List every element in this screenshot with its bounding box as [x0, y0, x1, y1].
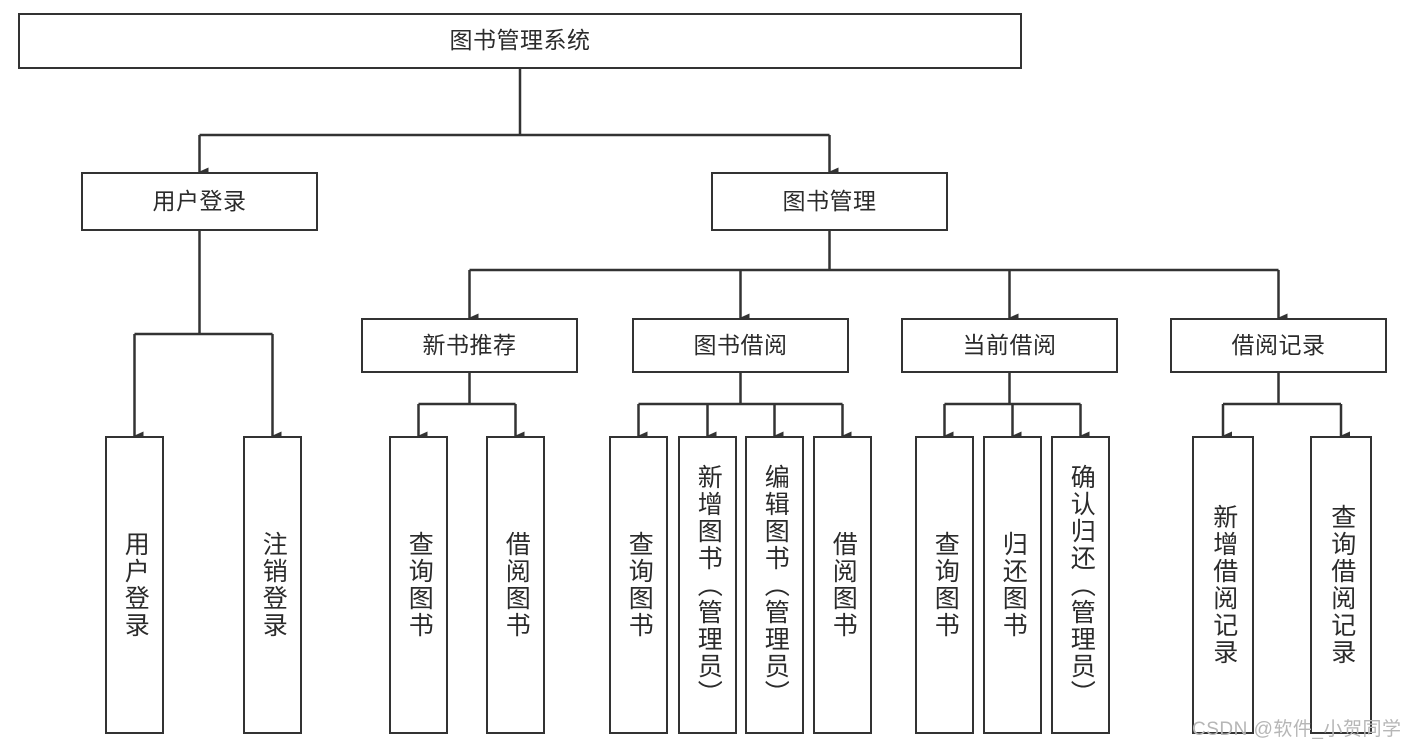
node-label: 编辑图书（管理员） — [761, 463, 790, 707]
node-current[interactable]: 当前借阅 — [901, 318, 1118, 373]
node-label: 确认归还（管理员） — [1067, 463, 1096, 707]
node-leaf-cur-3[interactable]: 确认归还（管理员） — [1051, 436, 1110, 734]
node-leaf-borrow-2[interactable]: 新增图书（管理员） — [678, 436, 737, 734]
node-label: 用户登录 — [121, 531, 150, 639]
node-label: 图书管理 — [782, 187, 877, 214]
node-root[interactable]: 图书管理系统 — [18, 13, 1022, 69]
node-leaf-new-2[interactable]: 借阅图书 — [486, 436, 545, 734]
node-label: 用户登录 — [152, 187, 247, 214]
node-label: 新增图书（管理员） — [694, 463, 723, 707]
node-label: 借阅图书 — [502, 531, 531, 639]
node-leaf-borrow-4[interactable]: 借阅图书 — [813, 436, 872, 734]
node-label: 注销登录 — [259, 531, 288, 639]
node-label: 查询图书 — [625, 531, 654, 639]
node-label: 借阅图书 — [829, 531, 858, 639]
node-records[interactable]: 借阅记录 — [1170, 318, 1387, 373]
node-label: 图书管理系统 — [449, 27, 591, 54]
node-label: 借阅记录 — [1231, 331, 1326, 358]
node-leaf-borrow-3[interactable]: 编辑图书（管理员） — [745, 436, 804, 734]
node-label: 新增借阅记录 — [1209, 504, 1238, 666]
node-leaf-login-2[interactable]: 注销登录 — [243, 436, 302, 734]
node-label: 查询图书 — [405, 531, 434, 639]
node-label: 新书推荐 — [422, 331, 517, 358]
node-label: 查询借阅记录 — [1327, 504, 1356, 666]
node-leaf-rec-1[interactable]: 新增借阅记录 — [1192, 436, 1254, 734]
node-leaf-login-1[interactable]: 用户登录 — [105, 436, 164, 734]
node-label: 图书借阅 — [693, 331, 788, 358]
node-login[interactable]: 用户登录 — [81, 172, 318, 231]
node-leaf-borrow-1[interactable]: 查询图书 — [609, 436, 668, 734]
node-borrow[interactable]: 图书借阅 — [632, 318, 849, 373]
node-leaf-cur-1[interactable]: 查询图书 — [915, 436, 974, 734]
node-label: 当前借阅 — [962, 331, 1057, 358]
node-leaf-rec-2[interactable]: 查询借阅记录 — [1310, 436, 1372, 734]
node-leaf-cur-2[interactable]: 归还图书 — [983, 436, 1042, 734]
node-label: 查询图书 — [931, 531, 960, 639]
csdn-watermark: CSDN @软件_小贺同学 — [1192, 719, 1402, 740]
edge-group — [133, 69, 1350, 441]
node-leaf-new-1[interactable]: 查询图书 — [389, 436, 448, 734]
node-newbook[interactable]: 新书推荐 — [361, 318, 578, 373]
node-bookmgmt[interactable]: 图书管理 — [711, 172, 948, 231]
node-label: 归还图书 — [999, 531, 1028, 639]
